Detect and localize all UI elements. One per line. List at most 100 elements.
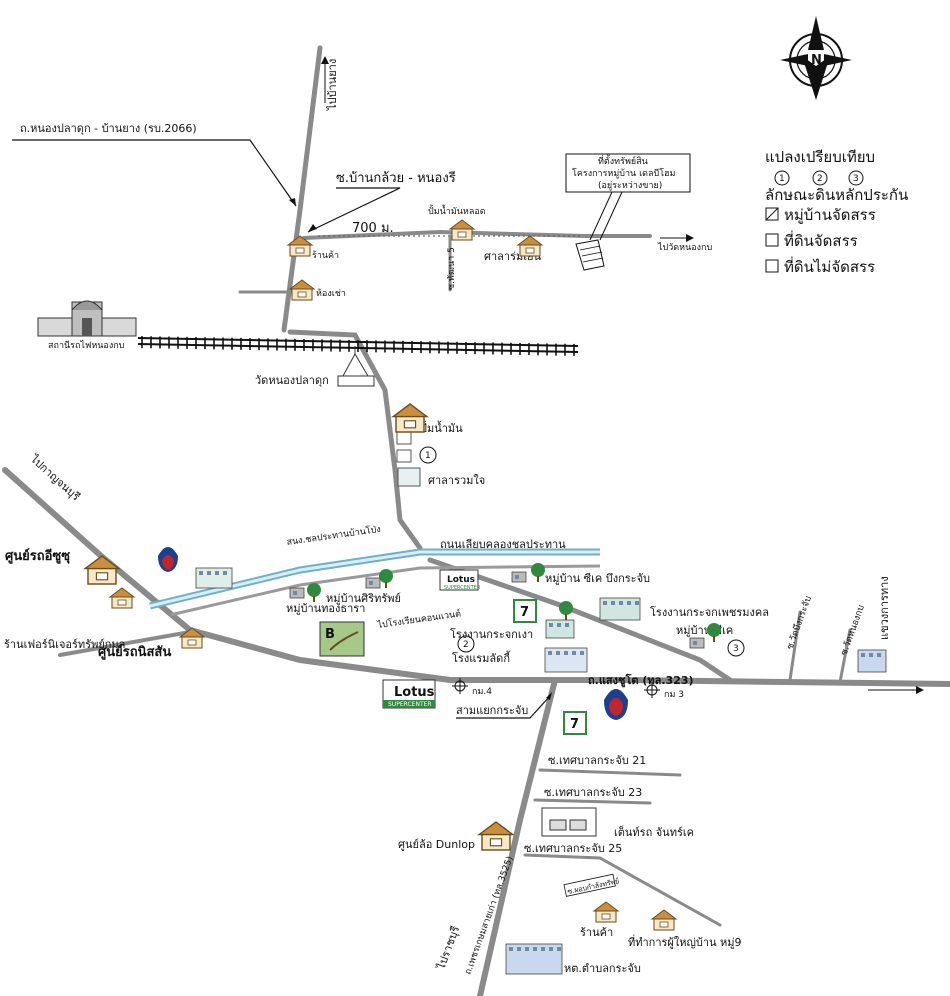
tree-icon [307,583,321,602]
label-isuzu: ศูนย์รถอีซูซุ [5,548,70,564]
lotus-big-sub: SUPERCENTER [388,701,432,708]
seven-eleven-logo: 7 [513,599,537,623]
label-canal-road: ถนนเลียบคลองชลประทาน [440,538,566,551]
label-to-ban-yang: ไปบ้านยาง [326,59,339,111]
seven-eleven-logo-2: 7 [563,711,587,735]
tree-icon [531,563,545,582]
house-icon-shop [286,235,314,257]
tree-icon [379,569,393,588]
house-icon-gas-station [391,403,429,433]
building-icon-village-sk [511,571,527,583]
house-icon-sala [516,235,544,257]
subject-line-1: ที่ตั้งทรัพย์สิน [598,154,648,167]
houses-layer [83,219,678,931]
label-km4: กม.4 [472,687,492,697]
label-furniture: ร้านเฟอร์นิเจอร์ทรัพย์กมล [4,638,125,651]
railway [137,336,579,356]
road-soi-25 [523,853,722,927]
label-village-sk: หมู่บ้าน ซีเค บึงกระจับ [545,572,650,585]
legend-number-2: 2 [817,174,823,184]
lotus-small-text: Lotus [447,575,475,585]
label-canal-office: สนง.ชลประทานบ้านโป่ง [286,524,382,548]
label-soi-ban-kluai: ซ.บ้านกล้วย - หนองรี [336,170,456,186]
label-tent: เต็นท์รถ จันทร์เค [614,825,694,839]
building-icon-khaeng [857,649,887,673]
road-soi-krachap [788,610,802,682]
legend: แปลงเปรียบเทียบ 1 2 3 ลักษณะดินหลักประกั… [765,148,908,276]
label-khaeng: แขวงการทาง [878,576,891,640]
label-to-school: ไปโรงเรียนคอนแวนต์ [376,607,462,631]
house-icon-furniture [108,587,136,609]
road-soi-21 [538,768,682,777]
label-comp-1: 1 [425,451,431,461]
road-main [2,467,950,687]
label-shop-2: ร้านค้า [580,926,613,939]
label-to-ratchaburi: ไปราชบุรี [434,924,462,972]
car-tent-icon [541,807,597,837]
railway-station-icon [37,300,137,337]
road-diagonal [427,557,733,683]
label-village-head: ที่ทำการผู้ใหญ่บ้าน หมู่9 [628,934,742,949]
label-glass-factory: โรงงานกระจกเพชรมงคล [650,605,769,619]
legend-title: แปลงเปรียบเทียบ [765,148,875,166]
label-gas-pump: ปั้มน้ำมันหลอด [428,204,486,217]
building-icon-glass-factory [599,597,641,621]
house-icon-pump [448,219,476,241]
legend-item-village: หมู่บ้านจัดสรร [784,206,876,224]
label-soi-21: ซ.เทศบาลกระจับ 21 [548,754,646,767]
km-marker-4-icon [452,678,468,694]
road-rb2066 [281,45,323,333]
label-factory-tao: โรงงานกระจกเงา [450,627,533,641]
top-area: ถ.หนองปลาดุก - บ้านยาง (รบ.2066) ไปบ้านย… [12,56,712,299]
ptt-gas-icon [158,547,178,572]
seven-label-2: 7 [570,717,579,732]
subject-property-box: ที่ตั้งทรัพย์สิน โครงการหมู่บ้าน เดลบีโฮ… [565,153,691,271]
label-comp-2: 2 [463,640,469,650]
label-dunlop: ศูนย์ล้อ Dunlop [398,838,475,851]
tree-icon [559,601,573,620]
north-arrow-icon: N [780,16,852,100]
label-junction: สามแยกกระจับ [456,704,528,717]
label-soi-nong-kop: ซ.วัดหนองกบ [839,604,867,657]
label-distance: 700 ม. [352,221,394,236]
label-shop: ร้านค้า [312,250,339,261]
house-icon-rent [288,279,316,301]
buildings-layer [195,567,887,975]
house-icon-village-head [650,909,678,931]
label-temple: วัดหนองปลาดุก [255,374,329,387]
label-comp-3: 3 [733,644,739,654]
lotus-big-logo: Lotus SUPERCENTER [382,679,436,709]
label-soi-25: ซ.เทศบาลกระจับ 25 [524,842,622,855]
road-temple [287,329,423,551]
house-icon-shop-2 [592,901,620,923]
house-icon-nissan [178,627,206,649]
subject-line-3: (อยู่ระหว่างขาย) [598,181,662,191]
seven-label-1: 7 [520,605,529,620]
building-icon-village-sirisap [365,577,381,589]
label-plot-b: B [325,627,335,642]
building-icon-canal-office [195,567,233,589]
label-rent-room: ห้องเช่า [316,288,346,299]
label-soi-krachap: ซ.วัดบึงกระจับ [784,594,814,651]
legend-number-3: 3 [853,174,859,184]
house-icon-dunlop [477,821,515,851]
road-3525 [477,677,558,996]
label-nissan: ศูนย์รถนิสสัน [98,644,171,660]
compass-label: N [811,53,822,68]
lotus-big-text: Lotus [394,685,435,700]
tree-icon [707,623,721,642]
building-icon-village-sk2 [689,637,705,649]
label-gas-station: ปั้มน้ำมัน [420,420,463,435]
label-km3: กม 3 [664,690,684,700]
label-station: สถานีรถไฟหนองกบ [48,340,125,351]
legend-item-allocated: ที่ดินจัดสรร [784,230,858,250]
label-soi-5: ซ.พัฒนา 5 [447,247,457,290]
legend-number-1: 1 [779,174,785,184]
building-icon-hotel [544,647,588,673]
label-sala-ruam: ศาลารวมใจ [428,474,485,487]
trees-layer [307,563,721,642]
label-village-thong: หมู่บ้านทองธารา [286,602,365,615]
km-marker-3-icon [644,682,660,698]
legend-subtitle: ลักษณะดินหลักประกัน [765,186,908,204]
